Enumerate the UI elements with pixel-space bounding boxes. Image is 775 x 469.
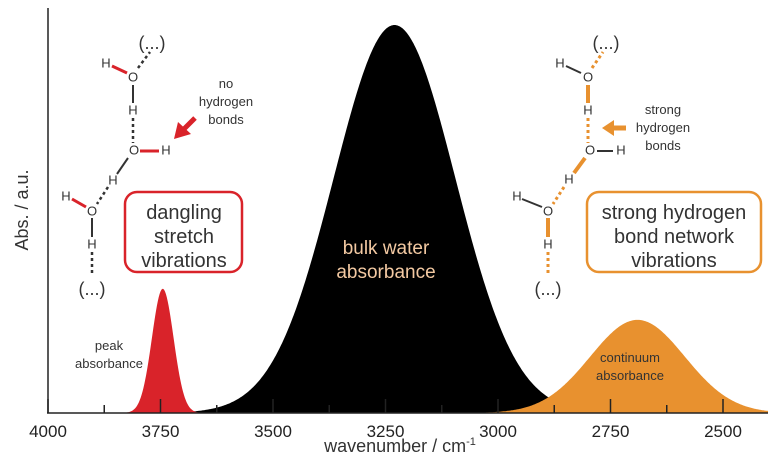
ellipsis-label: (...) xyxy=(79,279,106,299)
orange-arrow-icon xyxy=(602,120,626,136)
atom-h: H xyxy=(583,102,592,117)
atom-h: H xyxy=(543,236,552,251)
x-tick-label: 4000 xyxy=(29,422,67,441)
dangling-bond xyxy=(111,64,128,75)
atom-h: H xyxy=(512,188,521,203)
x-tick-label: 2750 xyxy=(592,422,630,441)
hbond-dotted xyxy=(590,51,605,69)
dangling-box xyxy=(123,190,244,274)
covalent-bond xyxy=(116,157,129,175)
x-axis-label: wavenumber / cm-1 xyxy=(323,436,476,456)
strong-hbond-note-2: hydrogen xyxy=(636,120,690,135)
atom-o: O xyxy=(87,203,97,218)
no-hbond-note-3: bonds xyxy=(208,112,244,127)
ellipsis-label: (...) xyxy=(139,33,166,53)
no-hbond-note-2: hydrogen xyxy=(199,94,253,109)
x-tick-label: 3750 xyxy=(142,422,180,441)
atom-o: O xyxy=(543,203,553,218)
atom-h: H xyxy=(128,102,137,117)
network-box-line1: strong hydrogen xyxy=(602,202,747,224)
x-tick-label: 3250 xyxy=(367,422,405,441)
atom-o: O xyxy=(585,142,595,157)
atom-h: H xyxy=(108,172,117,187)
dangling-box-line2: stretch xyxy=(154,226,214,248)
covalent-bond xyxy=(565,65,582,74)
dangling-box-line1: dangling xyxy=(146,202,222,224)
hbond-dotted xyxy=(137,51,151,69)
strong-hbond-note: strong xyxy=(645,102,681,117)
x-ticks: 4000 3750 3500 3250 3000 2750 2500 xyxy=(29,399,742,441)
ellipsis-label: (...) xyxy=(535,279,562,299)
right-molecule-diagram: (...) H O H O H H H O H (...) xyxy=(512,33,625,299)
ellipsis-label: (...) xyxy=(593,33,620,53)
spectrum-areas xyxy=(48,25,768,413)
no-hbond-note: no xyxy=(219,76,233,91)
area-continuum-absorbance xyxy=(48,319,768,413)
network-box-line3: vibrations xyxy=(631,250,717,272)
peak-label-2: absorbance xyxy=(75,356,143,371)
bulk-label-2: absorbance xyxy=(336,262,435,283)
strong-hbond-note-3: bonds xyxy=(645,138,681,153)
x-tick-label: 3500 xyxy=(254,422,292,441)
red-arrow-icon xyxy=(174,116,197,139)
hbond-dotted xyxy=(95,186,110,205)
hbond-dotted xyxy=(551,186,566,205)
atom-o: O xyxy=(129,142,139,157)
continuum-label: continuum xyxy=(600,350,660,365)
continuum-label-2: absorbance xyxy=(596,368,664,383)
y-axis-label: Abs. / a.u. xyxy=(12,169,32,250)
atom-h: H xyxy=(61,188,70,203)
atom-h: H xyxy=(616,142,625,157)
peak-label: peak xyxy=(95,338,124,353)
atom-o: O xyxy=(128,69,138,84)
left-molecule-diagram: (...) H O H O H H H O H (...) xyxy=(61,33,170,299)
atom-h: H xyxy=(161,142,170,157)
network-box xyxy=(585,190,763,274)
area-bulk-water-absorbance xyxy=(48,25,768,413)
atom-h: H xyxy=(555,55,564,70)
atom-h: H xyxy=(101,55,110,70)
covalent-bond xyxy=(521,198,543,208)
network-box-line2: bond network xyxy=(614,226,735,248)
x-tick-label: 3000 xyxy=(479,422,517,441)
x-axis-label-superscript: -1 xyxy=(466,436,476,448)
x-axis-label-text: wavenumber / cm xyxy=(323,436,466,456)
atom-o: O xyxy=(583,69,593,84)
atom-h: H xyxy=(87,236,96,251)
atom-h: H xyxy=(564,171,573,186)
dangling-box-line3: vibrations xyxy=(141,250,227,272)
bulk-label: bulk water xyxy=(343,238,430,259)
dangling-bond xyxy=(71,197,87,209)
strong-bond xyxy=(572,156,587,175)
x-tick-label: 2500 xyxy=(704,422,742,441)
